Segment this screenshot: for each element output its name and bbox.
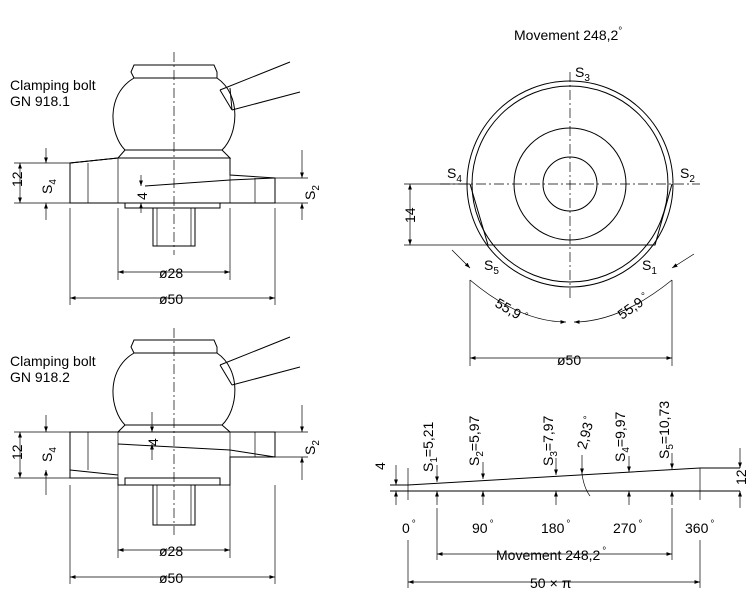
fifty-times-pi: 50×π (530, 575, 572, 591)
deg-360: 360° (685, 519, 714, 536)
cam-body (69, 431, 276, 486)
dia-28: ø28 (159, 543, 183, 559)
deg-0: 0° (402, 519, 416, 536)
dim-14: 14 (402, 207, 418, 223)
dia-50: ø50 (159, 291, 183, 307)
title-line2: GN 918.2 (10, 369, 70, 385)
label-s4: S4 (39, 179, 59, 194)
label-s1: S1 (642, 257, 657, 277)
angle-293: 2,93° (573, 415, 597, 451)
dim-12: 12 (733, 469, 749, 485)
title-line1: Clamping bolt (10, 77, 96, 93)
dia-50: ø50 (159, 570, 183, 586)
label-s4: S4 (39, 447, 59, 462)
deg-180: 180° (541, 519, 570, 536)
development-diagram: 4 12 S1=5,21 S2=5,97 S3=7,97 2,93° S4=9,… (372, 401, 749, 591)
movement-label: Movement 248,2° (514, 26, 622, 43)
dim-4: 4 (145, 438, 161, 446)
dia-28: ø28 (159, 265, 183, 281)
lever-handle (219, 61, 301, 111)
angle-right: 55,9° (615, 290, 652, 323)
label-s2: S2 (302, 440, 322, 455)
cam-flat (469, 183, 673, 246)
movement-label: Movement 248,2° (496, 546, 606, 563)
label-s4: S4 (447, 165, 462, 185)
label-s2: S2=5,97 (466, 415, 486, 466)
dia-50: ø50 (557, 352, 581, 368)
side-view-gn918-1: Clamping bolt GN 918.1 12 S (9, 52, 322, 307)
label-s3: S3 (575, 64, 590, 84)
angle-left: 55,9° (493, 295, 531, 326)
cam-body (69, 157, 276, 204)
title-line2: GN 918.1 (10, 93, 70, 109)
label-s4: S4=9,97 (612, 411, 632, 462)
dim-12: 12 (9, 171, 25, 187)
title-line1: Clamping bolt (10, 353, 96, 369)
dim-12: 12 (9, 444, 25, 460)
label-s5: S5=10,73 (656, 401, 676, 459)
label-s3: S3=7,97 (540, 415, 560, 466)
label-s2: S2 (680, 165, 695, 185)
label-s5: S5 (484, 257, 499, 277)
label-s1: S1=5,21 (420, 421, 440, 472)
deg-90: 90° (472, 519, 494, 536)
dim-4: 4 (134, 192, 150, 200)
dim-4: 4 (372, 462, 388, 470)
ball-head (112, 352, 236, 426)
deg-270: 270° (613, 519, 642, 536)
label-s2: S2 (302, 185, 322, 200)
ball-head (112, 77, 236, 151)
top-view: Movement 248,2° S3 S4 S2 S5 S1 14 55,9° … (402, 26, 700, 368)
side-view-gn918-2: Clamping bolt GN 918.2 12 S4 4 (9, 328, 322, 586)
lever-handle (219, 336, 301, 386)
cam-profile (407, 467, 740, 486)
